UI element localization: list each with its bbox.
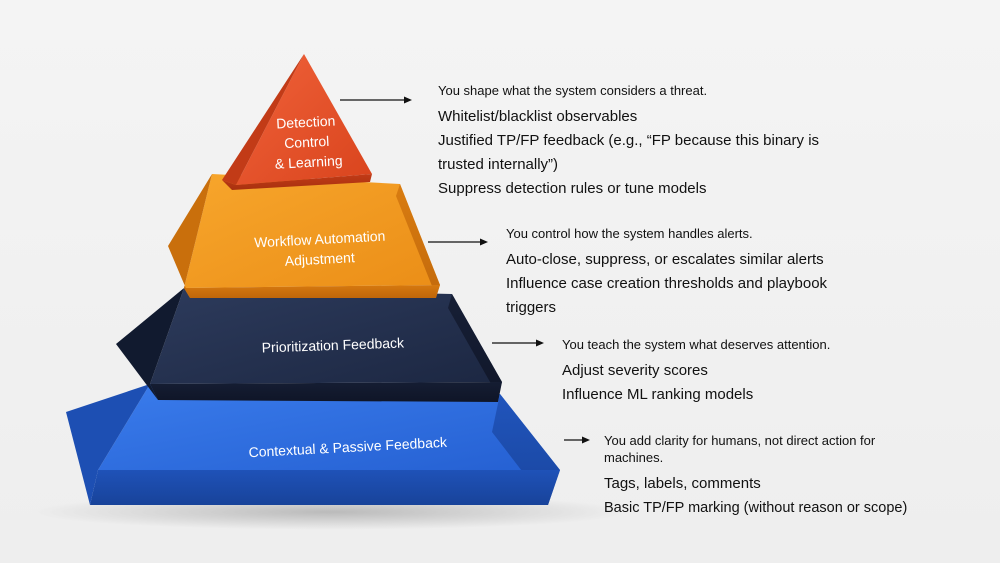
tier-contextual-passive-feedback: Contextual & Passive Feedback (66, 384, 560, 505)
tier-detection-control-learning: Detection Control & Learning (222, 54, 372, 190)
annotation-tier-4: You add clarity for humans, not direct a… (604, 432, 934, 520)
annotation-tier-2-item: Influence case creation thresholds and p… (506, 275, 828, 316)
tier-1-label-line-3: & Learning (275, 152, 343, 172)
tier-2-label-line-2: Adjustment (284, 249, 355, 269)
arrow-tier-4 (564, 436, 590, 444)
annotation-tier-2-intro: You control how the system handles alert… (506, 226, 753, 241)
annotation-tier-3-item: Influence ML ranking models (562, 386, 754, 403)
connector-arrows (340, 96, 590, 444)
annotation-tier-4-intro: You add clarity for humans, not direct a… (604, 433, 876, 465)
annotation-tier-4-item: Tags, labels, comments (604, 475, 761, 492)
annotation-tier-1-item: Suppress detection rules or tune models (438, 180, 707, 197)
arrow-tier-2 (428, 238, 488, 246)
annotation-tier-4-item: Basic TP/FP marking (without reason or s… (604, 500, 908, 516)
tier-workflow-automation-adjustment: Workflow Automation Adjustment (168, 174, 440, 298)
tier-1-label-line-1: Detection (276, 112, 336, 131)
annotation-tier-3-intro: You teach the system what deserves atten… (562, 337, 831, 352)
tier-1-label-line-2: Control (284, 133, 330, 151)
annotation-tier-2-item: Auto-close, suppress, or escalates simil… (506, 251, 824, 268)
tier-2-label-line-1: Workflow Automation (254, 228, 386, 251)
annotation-tier-2: You control how the system handles alert… (506, 225, 866, 320)
annotation-tier-1-intro: You shape what the system considers a th… (438, 83, 708, 98)
arrow-tier-3 (492, 339, 544, 347)
annotation-tier-3-item: Adjust severity scores (562, 362, 708, 379)
arrow-tier-1 (340, 96, 412, 104)
tier-3-label: Prioritization Feedback (261, 334, 405, 355)
annotation-tier-1-item: Justified TP/FP feedback (e.g., “FP beca… (438, 132, 820, 173)
annotation-tier-3: You teach the system what deserves atten… (562, 336, 882, 407)
tier-prioritization-feedback: Prioritization Feedback (116, 288, 502, 402)
annotation-tier-1-item: Whitelist/blacklist observables (438, 108, 638, 125)
annotation-tier-1: You shape what the system considers a th… (438, 82, 858, 201)
